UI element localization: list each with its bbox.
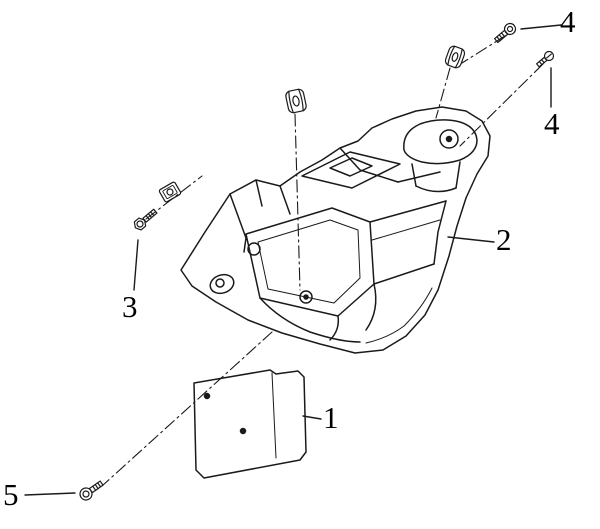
clip-nut-top-drawing: [285, 88, 307, 114]
part-label-2: 2: [496, 222, 512, 257]
flange-bolt-top-drawing: [494, 22, 517, 44]
clip-nut-left-drawing: [158, 181, 182, 203]
rear-fender-body-drawing: [180, 106, 491, 354]
bolt-bottom-drawing: [79, 480, 104, 501]
screw-right-drawing: [536, 50, 555, 68]
part-label-5: 5: [3, 477, 19, 512]
mud-flap-plate-drawing: [193, 369, 307, 479]
part-label-3: 3: [122, 289, 138, 324]
part-label-4-top: 4: [560, 4, 576, 39]
bolt-left-drawing: [133, 208, 158, 231]
callout-leader-lines: [24, 24, 562, 496]
part-label-4-right: 4: [544, 106, 560, 141]
part-label-1: 1: [323, 400, 339, 435]
clip-nut-tail-drawing: [444, 45, 466, 69]
